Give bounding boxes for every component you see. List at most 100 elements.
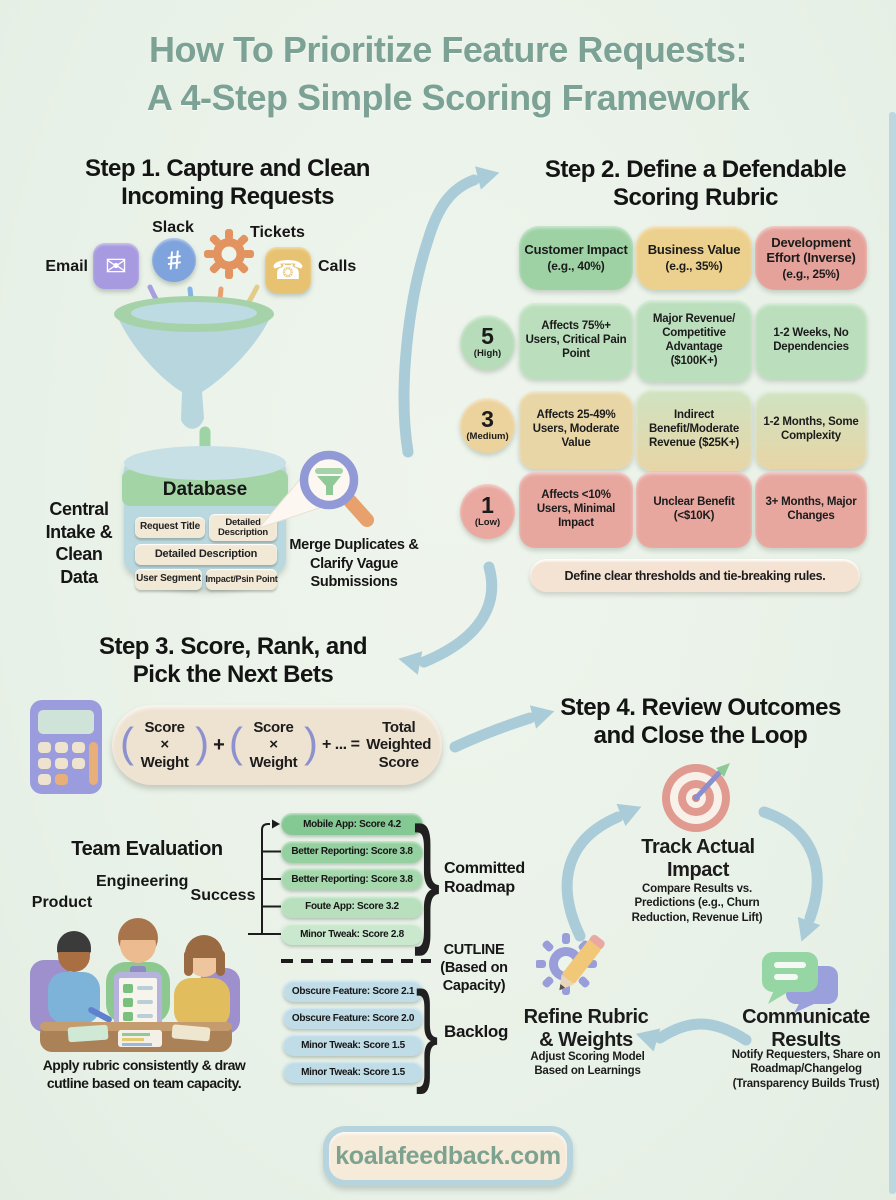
step4-heading: Step 4. Review Outcomes and Close the Lo… xyxy=(518,694,883,751)
merge-note: Merge Duplicates & Clarify Vague Submiss… xyxy=(289,537,419,591)
db-field-user-segment: User Segment xyxy=(135,569,202,590)
communicate-results-title-line2: Results xyxy=(771,1029,841,1051)
rubric-cell-5-effort: 1-2 Weeks, No Dependencies xyxy=(755,303,867,379)
track-impact-title-line1: Track Actual xyxy=(641,836,755,858)
chat-bubbles-icon xyxy=(760,950,844,1019)
footer-site-url: koalafeedback.com xyxy=(329,1132,567,1180)
backlog-item: Obscure Feature: Score 2.1 xyxy=(283,980,423,1002)
backlog-item: Obscure Feature: Score 2.0 xyxy=(283,1007,423,1029)
channel-label-calls: Calls xyxy=(318,258,357,275)
phone-glyph: ☎ xyxy=(271,255,305,285)
cutline-line1: CUTLINE xyxy=(443,942,505,958)
paren-close: ) xyxy=(304,719,318,767)
slack-icon: # xyxy=(152,238,196,282)
rubric-col-customer-impact: Customer Impact (e.g., 40%) xyxy=(519,226,633,290)
score-circle-5-high: 5 (High) xyxy=(460,315,515,370)
target-icon xyxy=(658,760,734,841)
calculator-icon xyxy=(28,698,106,803)
cutline-line2: (Based on xyxy=(440,960,508,977)
refine-rubric-title-line2: & Weights xyxy=(539,1029,633,1051)
roadmap-item: Better Reporting: Score 3.8 xyxy=(281,840,423,863)
score-number: 1 xyxy=(481,492,494,519)
score-level: (High) xyxy=(473,348,502,360)
edge-strip xyxy=(889,112,896,1194)
db-field-impact-pain-point: Impact/Psin Point xyxy=(205,569,278,590)
roadmap-list: Mobile App: Score 4.2 Better Reporting: … xyxy=(281,813,423,945)
score-level: (Low) xyxy=(474,517,501,529)
step1-heading-line2: Incoming Requests xyxy=(121,183,334,211)
gear-pencil-icon xyxy=(535,926,636,1017)
db-field-detailed-description: Detailed Description xyxy=(135,544,277,565)
score-circle-3-medium: 3 (Medium) xyxy=(460,398,515,453)
backlog-item: Minor Tweak: Score 1.5 xyxy=(283,1061,423,1083)
cutline-line3: Capacity) xyxy=(442,978,506,995)
channel-label-email: Email xyxy=(45,258,88,275)
col-weight: (e.g., 35%) xyxy=(665,259,723,273)
arrow-step2-to-step3 xyxy=(418,561,498,668)
rubric-cell-3-value: Indirect Benefit/Moderate Revenue ($25K+… xyxy=(636,389,752,471)
refine-rubric-desc: Adjust Scoring Model Based on Learnings xyxy=(530,1051,645,1078)
slack-glyph: # xyxy=(164,244,184,276)
rubric-cell-5-value: Major Revenue/ Competitive Advantage ($1… xyxy=(636,300,752,382)
track-impact-title: Track Actual Impact xyxy=(628,836,768,882)
rubric-cell-1-value: Unclear Benefit (<$10K) xyxy=(636,472,752,548)
backlog-list: Obscure Feature: Score 2.1 Obscure Featu… xyxy=(283,980,423,1083)
track-impact-title-line2: Impact xyxy=(666,859,730,881)
backlog-label: Backlog xyxy=(444,1022,509,1041)
formula-pill: ( Score × Weight ) + ( Score × Weight ) … xyxy=(112,705,442,785)
roadmap-item: Mobile App: Score 4.2 xyxy=(281,813,423,835)
arrow-cycle-left xyxy=(561,811,624,942)
track-impact-desc: Compare Results vs. Predictions (e.g., C… xyxy=(631,883,763,924)
arrow-communicate-to-refine xyxy=(654,1018,752,1046)
formula-plus: + xyxy=(213,733,225,756)
central-intake-line1: Central xyxy=(49,499,109,519)
connector-arrowhead xyxy=(272,819,280,829)
rubric-cell-3-effort: 1-2 Months, Some Complexity xyxy=(755,391,867,469)
email-glyph: ✉ xyxy=(105,251,127,281)
rubric-cell-1-effort: 3+ Months, Major Changes xyxy=(755,472,867,548)
team-evaluation-heading: Team Evaluation xyxy=(71,838,223,860)
arrowhead xyxy=(797,916,821,942)
rubric-cell-5-impact: Affects 75%+ Users, Critical Pain Point xyxy=(519,303,633,379)
email-icon: ✉ xyxy=(93,243,139,289)
calls-phone-icon: ☎ xyxy=(265,247,311,293)
committed-roadmap-line2: Roadmap xyxy=(444,879,515,897)
step3-heading-line1: Step 3. Score, Rank, and xyxy=(98,633,368,660)
step4-heading-line1: Step 4. Review Outcomes xyxy=(560,694,841,721)
role-label-product: Product xyxy=(31,894,93,911)
score-number: 5 xyxy=(481,323,494,350)
formula-term2: Score × Weight xyxy=(247,719,300,771)
arrowhead xyxy=(616,803,642,827)
team-caption: Apply rubric consistently & draw cutline… xyxy=(42,1057,246,1092)
roadmap-item: Better Reporting: Score 3.8 xyxy=(281,868,423,890)
magnifier-icon xyxy=(299,450,374,527)
page-title-line2: A 4-Step Simple Scoring Framework xyxy=(146,76,750,118)
arrowhead xyxy=(475,166,500,190)
database-label: Database xyxy=(162,479,248,500)
col-title: Customer Impact xyxy=(524,242,628,258)
score-number: 3 xyxy=(481,406,494,433)
rubric-cell-3-impact: Affects 25-49% Users, Moderate Value xyxy=(519,391,633,469)
rubric-cell-1-impact: Affects <10% Users, Minimal Impact xyxy=(519,472,633,548)
communicate-results-title: Communicate Results xyxy=(736,1006,876,1052)
funnel-icon xyxy=(106,292,284,447)
roadmap-brace: } xyxy=(413,797,441,957)
page-title: How To Prioritize Feature Requests: A 4-… xyxy=(0,26,896,121)
step2-heading: Step 2. Define a Defendable Scoring Rubr… xyxy=(508,156,883,213)
col-title: Development Effort (Inverse) xyxy=(766,234,856,266)
rubric-col-development-effort: Development Effort (Inverse) (e.g., 25%) xyxy=(755,226,867,290)
formula-term1: Score × Weight xyxy=(138,719,191,771)
refine-rubric-title-line1: Refine Rubric xyxy=(523,1006,649,1028)
step2-heading-line2: Scoring Rubric xyxy=(612,184,779,212)
col-weight: (e.g., 25%) xyxy=(782,266,840,281)
communicate-results-title-line1: Communicate xyxy=(742,1006,870,1028)
formula-term2-score: Score xyxy=(253,719,294,737)
rubric-note: Define clear thresholds and tie-breaking… xyxy=(530,559,860,592)
cutline-dashed-line xyxy=(281,959,431,963)
formula-result: Total Weighted Score xyxy=(366,719,432,771)
paren-close: ) xyxy=(195,719,210,767)
col-weight: (e.g., 40%) xyxy=(547,259,605,273)
rubric-col-business-value: Business Value (e.g., 35%) xyxy=(636,226,752,290)
step1-heading-line1: Step 1. Capture and Clean xyxy=(85,155,370,182)
